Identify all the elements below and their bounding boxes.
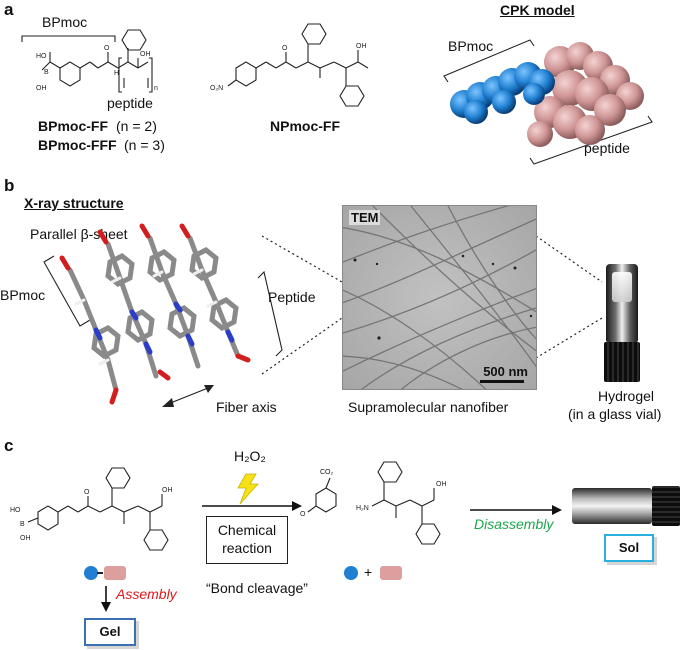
panel-c-letter: c — [4, 436, 14, 455]
cpk-bpmoc-spheres — [450, 62, 555, 124]
plus-sign: + — [364, 564, 373, 580]
chemical-reaction-box: Chemical reaction — [206, 516, 288, 564]
reaction-box-line2: reaction — [222, 540, 272, 556]
svg-text:HO: HO — [10, 507, 21, 514]
panel-a-letter: a — [4, 0, 14, 19]
bpmoc-bracket-label: BPmoc — [42, 14, 88, 30]
conjugate-link — [97, 572, 103, 574]
svg-text:H₂N: H₂N — [356, 505, 369, 512]
xray-title: X-ray structure — [24, 195, 124, 211]
sol-badge: Sol — [604, 534, 654, 562]
lightning-icon — [237, 473, 259, 505]
svg-text:OH: OH — [436, 481, 447, 488]
disassembly-label: Disassembly — [474, 516, 554, 532]
peptide-glyph-product — [380, 566, 402, 580]
tem-fibers — [343, 206, 536, 389]
svg-text:OH: OH — [20, 535, 31, 542]
ff-dipeptide-structure — [371, 461, 441, 545]
cpk-bpmoc-label: BPmoc — [448, 38, 494, 54]
svg-text:O: O — [282, 45, 288, 52]
tem-label: TEM — [349, 210, 381, 225]
compound-ff-n: (n = 2) — [116, 118, 157, 134]
scale-bar-label: 500 nm — [483, 364, 528, 379]
assembly-label: Assembly — [116, 586, 177, 602]
svg-text:OH: OH — [140, 51, 151, 58]
peptide-label-b: Peptide — [268, 289, 316, 305]
compound-fff-n: (n = 3) — [124, 137, 165, 153]
cpk-peptide-label: peptide — [584, 140, 630, 156]
fiber-axis-label: Fiber axis — [216, 399, 277, 415]
npmoc-ff-structure — [227, 23, 369, 107]
co2-label: CO₂ — [320, 469, 334, 476]
hydrogel-caption: Hydrogel — [598, 388, 655, 404]
svg-text:O: O — [104, 45, 110, 52]
quinone-methide-structure — [307, 477, 337, 513]
hydrogel-vial — [604, 264, 640, 384]
bpmoc-label-b: BPmoc — [0, 287, 46, 303]
svg-text:n: n — [154, 85, 158, 92]
peptide-label-a: peptide — [107, 95, 153, 111]
svg-text:OH: OH — [356, 43, 367, 50]
cpk-model — [443, 39, 653, 165]
xray-strands — [59, 223, 251, 405]
nanofiber-caption: Supramolecular nanofiber — [348, 399, 509, 415]
vial-caption: (in a glass vial) — [568, 406, 662, 422]
bpmoc-ff-structure — [41, 29, 153, 93]
peptide-glyph — [104, 566, 126, 580]
gel-badge: Gel — [84, 618, 136, 646]
reaction-box-line1: Chemical — [217, 522, 277, 538]
svg-text:O: O — [300, 511, 306, 518]
svg-text:B: B — [20, 521, 25, 528]
svg-text:HO: HO — [36, 53, 47, 60]
scale-bar — [480, 380, 524, 383]
compound-ff-name: BPmoc-FF — [38, 118, 108, 134]
cpk-peptide-spheres — [527, 42, 644, 147]
cpk-title: CPK model — [500, 2, 575, 18]
npmoc-ff-name: NPmoc-FF — [270, 118, 340, 134]
svg-text:O₂N: O₂N — [210, 85, 223, 92]
sol-vial — [572, 486, 680, 526]
svg-text:B: B — [44, 69, 49, 76]
compound-fff-name: BPmoc-FFF — [38, 137, 117, 153]
bpmoc-glyph-product — [344, 566, 358, 580]
bpmoc-ff-structure-c — [27, 467, 169, 551]
svg-text:H: H — [114, 70, 119, 77]
svg-text:OH: OH — [162, 487, 173, 494]
svg-text:O: O — [84, 489, 90, 496]
tem-image: TEM 500 nm — [342, 205, 537, 390]
svg-text:OH: OH — [36, 85, 47, 92]
h2o2-label: H₂O₂ — [234, 448, 266, 464]
panel-b-letter: b — [4, 176, 15, 195]
bpmoc-glyph — [84, 566, 98, 580]
bond-cleavage-label: “Bond cleavage” — [206, 580, 308, 596]
